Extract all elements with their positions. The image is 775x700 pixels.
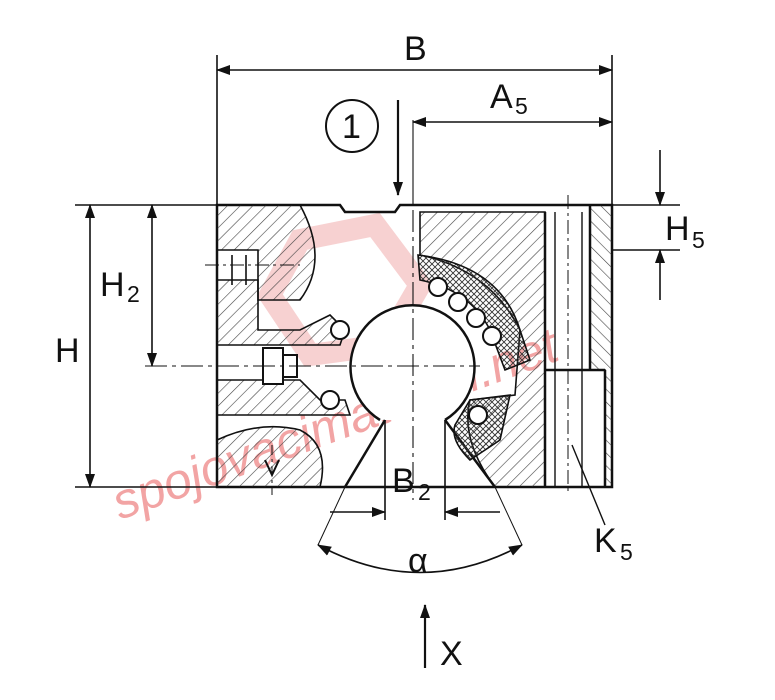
a5-main: A bbox=[490, 78, 513, 116]
dim-label-b2: B 2 bbox=[392, 462, 431, 505]
ball bbox=[482, 326, 502, 346]
callout-number: 1 bbox=[342, 108, 361, 146]
ball bbox=[428, 277, 448, 297]
ball bbox=[466, 308, 486, 328]
k5-sub: 5 bbox=[620, 539, 633, 565]
dim-label-k5: K 5 bbox=[594, 522, 633, 565]
dim-label-a5: A 5 bbox=[490, 78, 528, 119]
dim-label-h: H bbox=[55, 332, 80, 370]
angle-label-alpha: α bbox=[408, 542, 428, 580]
dim-label-b: B bbox=[404, 30, 427, 68]
dim-label-h2: H 2 bbox=[100, 266, 140, 307]
b2-sub: 2 bbox=[418, 479, 431, 505]
housing bbox=[215, 195, 614, 495]
h2-sub: 2 bbox=[127, 281, 140, 307]
ball-cage bbox=[320, 254, 531, 462]
ball bbox=[448, 292, 468, 312]
ball bbox=[468, 405, 488, 425]
ball bbox=[320, 390, 340, 410]
dimensions bbox=[75, 55, 680, 668]
h5-sub: 5 bbox=[692, 227, 705, 253]
ball bbox=[330, 320, 350, 340]
dim-label-h5: H 5 bbox=[665, 210, 705, 253]
h5-main: H bbox=[665, 210, 690, 248]
k5-main: K bbox=[594, 522, 617, 560]
callout-circle bbox=[325, 99, 379, 153]
a5-sub: 5 bbox=[515, 93, 528, 119]
view-label-x: X bbox=[440, 635, 463, 673]
h2-main: H bbox=[100, 266, 125, 304]
center-lines bbox=[145, 120, 480, 500]
b2-main: B bbox=[392, 462, 415, 500]
